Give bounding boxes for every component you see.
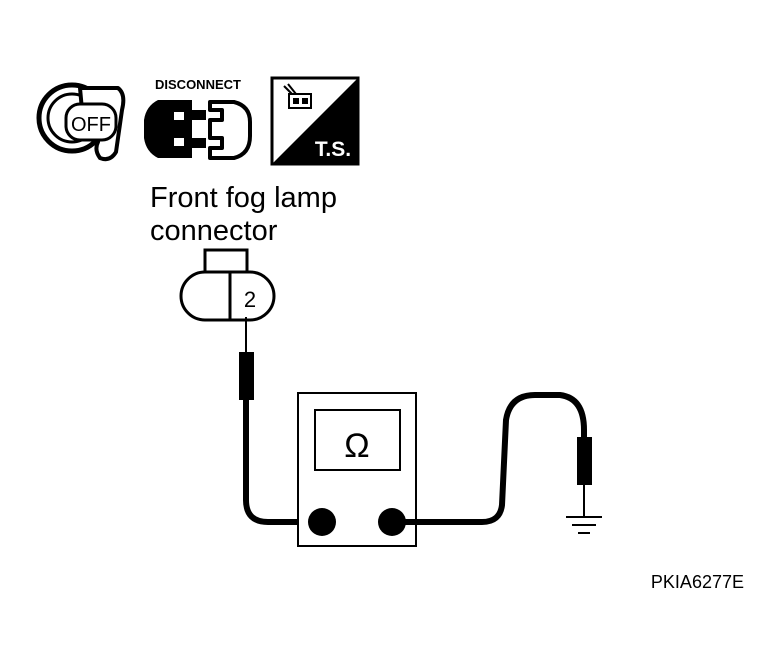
terminal-side-text: T.S.: [315, 138, 351, 161]
ignition-key-icon: OFF: [36, 82, 126, 162]
left-test-probe: [239, 317, 325, 525]
figure-code: PKIA6277E: [651, 572, 744, 592]
ohm-symbol: Ω: [344, 427, 369, 465]
front-fog-lamp-connector: 2: [179, 248, 276, 322]
disconnect-connector-icon: DISCONNECT: [144, 77, 252, 160]
disconnect-text: DISCONNECT: [155, 77, 241, 92]
meter-terminal-left: [308, 508, 336, 536]
terminal-side-icon: T.S.: [270, 76, 360, 166]
ohmmeter-icon: Ω: [297, 392, 417, 547]
connector-label-line1: Front fog lamp: [150, 182, 337, 214]
ground-symbol-icon: [566, 516, 602, 534]
right-test-probe: [389, 392, 592, 525]
connector-label-line2: connector: [150, 215, 278, 247]
connector-terminal-number: 2: [244, 287, 256, 312]
ignition-off-text: OFF: [71, 114, 111, 136]
